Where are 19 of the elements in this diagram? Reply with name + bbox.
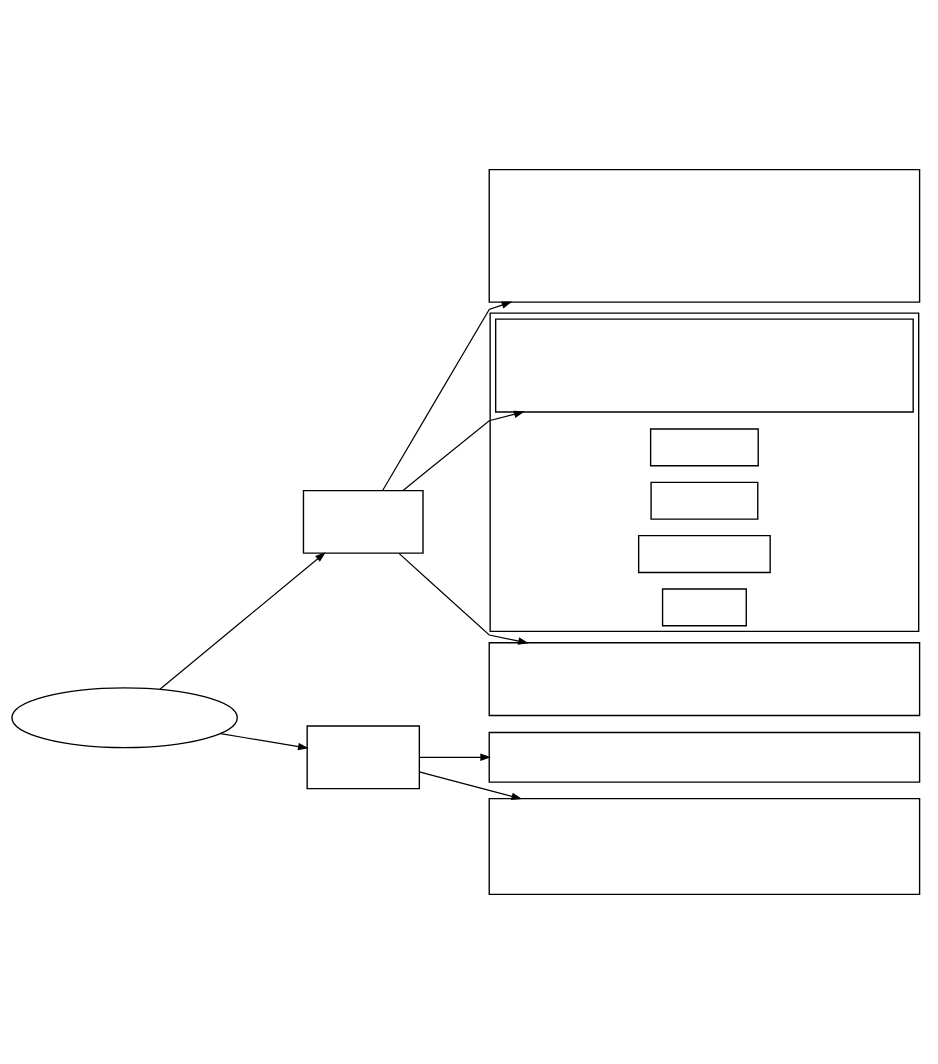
node-box — [488, 798, 921, 895]
node-box — [488, 731, 921, 783]
node-box — [302, 489, 424, 554]
node-box — [650, 481, 759, 520]
node-box — [661, 588, 747, 627]
arrow — [418, 753, 491, 762]
arrow — [418, 771, 523, 800]
node-box — [488, 642, 921, 717]
node-box — [637, 535, 771, 574]
node-box — [649, 428, 759, 467]
node-box — [495, 318, 914, 413]
node-box — [488, 169, 921, 303]
node-box — [306, 725, 421, 790]
arrow — [382, 301, 513, 492]
node-ellipse — [11, 687, 238, 749]
arrow — [219, 733, 309, 751]
arrow — [398, 552, 529, 645]
arrow — [159, 552, 326, 690]
arrow — [402, 410, 525, 492]
